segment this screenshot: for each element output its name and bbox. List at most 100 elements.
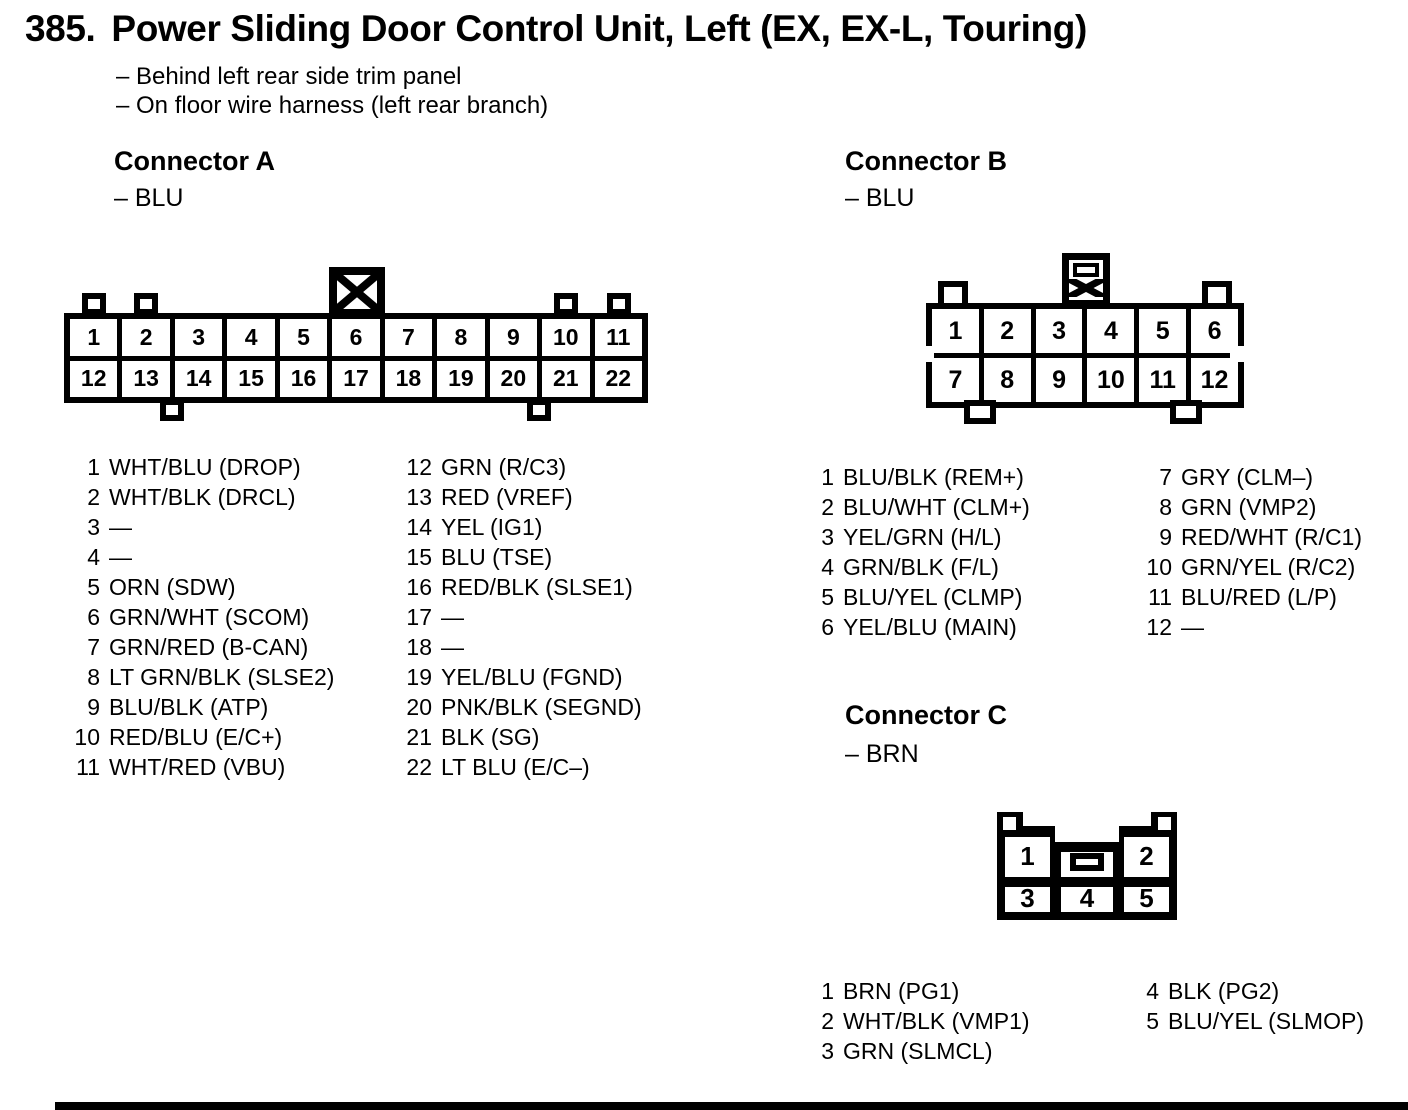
cavity-number: 1 <box>1020 841 1034 871</box>
pin-row: 9 RED/WHT (R/C1) <box>1142 522 1362 552</box>
section-title: Power Sliding Door Control Unit, Left (E… <box>111 8 1087 49</box>
index-tab-icon <box>554 293 578 315</box>
connector-cell: 1 <box>932 309 979 353</box>
pin-number: 7 <box>1159 463 1172 490</box>
pin-number: 10 <box>1146 553 1172 580</box>
pin-row: 12— <box>1142 612 1362 642</box>
connector-cell: 10 <box>1087 358 1135 402</box>
pin-wire-label: BLU/BLK (ATP) <box>109 693 269 720</box>
connector-cell: 15 <box>227 360 275 397</box>
connector-cell: 7 <box>932 358 979 402</box>
index-tab-icon <box>82 293 106 315</box>
pin-number: 1 <box>821 977 834 1004</box>
connector-cell: 14 <box>174 360 223 397</box>
pin-wire-label: ORN (SDW) <box>109 573 236 600</box>
pin-number: 8 <box>87 663 100 690</box>
pin-wire-label: YEL/BLU (MAIN) <box>843 613 1017 640</box>
page-edge-bar <box>55 1102 1408 1110</box>
pin-number: 9 <box>1159 523 1172 550</box>
pin-number: 1 <box>87 453 100 480</box>
pin-wire-label: BRN (PG1) <box>843 977 960 1004</box>
pin-number: 2 <box>821 1007 834 1034</box>
pin-wire-label: — <box>441 603 464 630</box>
location-notes: – Behind left rear side trim panel – On … <box>116 62 548 120</box>
side-notch <box>922 346 934 362</box>
connector-b-heading: Connector B <box>845 146 1007 176</box>
pin-row: 18 — <box>404 632 642 662</box>
connector-cell: 3 <box>1035 309 1083 353</box>
connector-cell: 9 <box>489 319 538 356</box>
pin-wire-label: WHT/BLK (DRCL) <box>109 483 296 510</box>
location-note-1: – Behind left rear side trim panel <box>116 63 462 90</box>
pin-wire-label: PNK/BLK (SEGND) <box>441 693 642 720</box>
index-tab-icon <box>160 399 184 421</box>
pin-wire-label: WHT/RED (VBU) <box>109 753 286 780</box>
pin-number: 19 <box>406 663 432 690</box>
corner-notch <box>1158 817 1171 830</box>
pin-number: 12 <box>1146 613 1172 640</box>
connector-cell: 8 <box>983 358 1031 402</box>
pin-wire-label: GRN (VMP2) <box>1181 493 1317 520</box>
pin-number: 5 <box>87 573 100 600</box>
pin-row: 5 ORN (SDW) <box>74 572 334 602</box>
key-bar-icon <box>1073 263 1099 277</box>
key-bar-icon <box>1070 853 1104 871</box>
connector-cell: 20 <box>489 360 538 397</box>
index-tab-icon <box>1170 400 1202 424</box>
pin-wire-label: — <box>441 633 464 660</box>
corner-notch <box>1003 817 1016 830</box>
connector-c-diagram: 1 2 3 4 5 <box>997 812 1177 920</box>
pin-row: 19 YEL/BLU (FGND) <box>404 662 642 692</box>
location-note-2: – On floor wire harness (left rear branc… <box>116 92 549 119</box>
pin-wire-label: WHT/BLU (DROP) <box>109 453 301 480</box>
pin-wire-label: YEL/BLU (FGND) <box>441 663 623 690</box>
connector-cell: 4 <box>1087 309 1135 353</box>
index-tab-icon <box>527 399 551 421</box>
pin-wire-label: BLU/YEL (SLMOP) <box>1168 1007 1364 1034</box>
connector-b-color: – BLU <box>845 184 915 212</box>
pin-wire-label: WHT/BLK (VMP1) <box>843 1007 1030 1034</box>
pin-wire-label: GRN/YEL (R/C2) <box>1181 553 1356 580</box>
pin-number: 11 <box>76 753 100 780</box>
connector-cell: 12 <box>70 360 118 397</box>
cavity-number: 5 <box>1139 883 1153 913</box>
pin-number: 6 <box>87 603 100 630</box>
connector-cell: 1 <box>70 319 118 356</box>
connector-cell: 2 <box>122 319 170 356</box>
pin-wire-label: BLK (PG2) <box>1168 977 1280 1004</box>
cavity-number: 2 <box>1139 841 1153 871</box>
pin-wire-label: GRN/WHT (SCOM) <box>109 603 310 630</box>
connector-a-heading: Connector A <box>114 146 275 176</box>
pin-wire-label: YEL/GRN (H/L) <box>843 523 1002 550</box>
pin-row: 3— <box>74 512 334 542</box>
pin-number: 18 <box>406 633 432 660</box>
connector-cell: 6 <box>332 319 380 356</box>
pin-wire-label: RED/WHT (R/C1) <box>1181 523 1363 550</box>
pin-row: 10 GRN/YEL (R/C2) <box>1142 552 1362 582</box>
connector-cell: 4 <box>227 319 275 356</box>
pin-row: 4— <box>74 542 334 572</box>
pin-wire-label: BLU/WHT (CLM+) <box>843 493 1030 520</box>
connector-a-color: – BLU <box>114 184 184 212</box>
connector-cell: 11 <box>1139 358 1187 402</box>
